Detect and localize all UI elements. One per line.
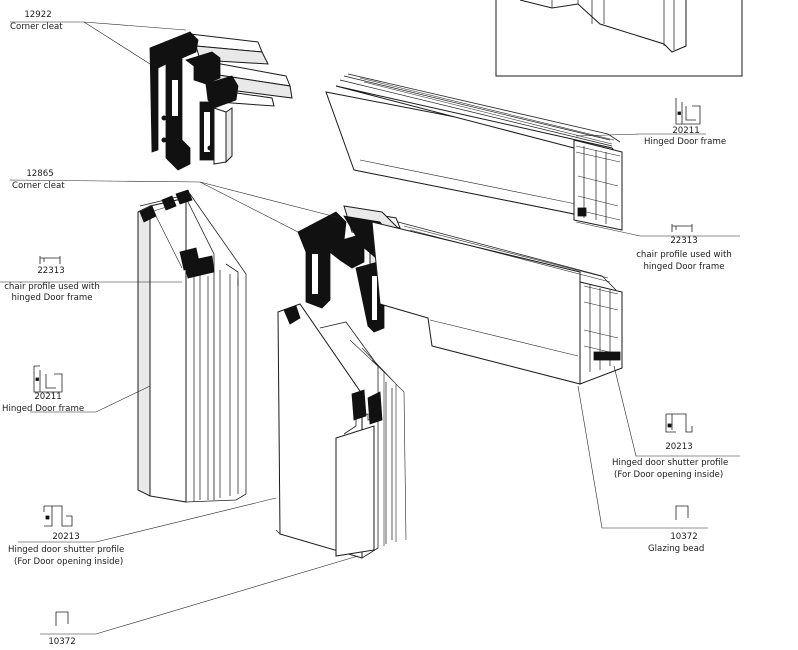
- shutter-left-name-1: Hinged door shutter profile: [8, 545, 125, 555]
- corner-cleat-12865-code: 12865: [26, 169, 54, 179]
- glazing-bead-right-code: 10372: [670, 532, 698, 542]
- shutter-right-name-1: Hinged door shutter profile: [612, 458, 729, 468]
- hinged-door-frame-icon: [33, 365, 63, 393]
- hinged-door-frame-icon: [675, 98, 701, 125]
- detail-inset-view: [495, 0, 743, 77]
- glazing-bead-icon: [55, 611, 69, 626]
- vertical-shutter-profile: [275, 303, 407, 559]
- chair-profile-right-name-2: hinged Door frame: [643, 262, 725, 272]
- glazing-bead-right-name: Glazing bead: [648, 544, 705, 554]
- vertical-door-frame-profile: [137, 189, 247, 503]
- chair-profile-left-name-1: chair profile used with: [4, 282, 100, 292]
- door-frame-left-code: 20211: [34, 392, 62, 402]
- chair-profile-left-name-2: hinged Door frame: [11, 293, 93, 303]
- profile-icons: [33, 98, 701, 626]
- glazing-bead-icon: [675, 505, 689, 520]
- horizontal-door-frame-profile: [325, 73, 623, 231]
- shutter-right-code: 20213: [665, 442, 693, 452]
- shutter-right-name-2: (For Door opening inside): [614, 470, 724, 480]
- hinged-door-shutter-icon: [43, 505, 73, 527]
- chair-profile-icon: [39, 256, 61, 264]
- corner-cleat-12922-name: Corner cleat: [10, 22, 63, 32]
- corner-cleat-12865-name: Corner cleat: [12, 181, 65, 191]
- chair-profile-icon: [671, 224, 693, 232]
- leader-lines: [0, 21, 740, 635]
- chair-profile-left-code: 22313: [37, 266, 65, 276]
- shutter-left-name-2: (For Door opening inside): [14, 557, 124, 567]
- glazing-bead-left-code: 10372: [48, 637, 76, 647]
- door-frame-left-name: Hinged Door frame: [2, 404, 85, 414]
- corner-cleat-12922-code: 12922: [24, 10, 52, 20]
- chair-profile-right-name-1: chair profile used with: [636, 250, 732, 260]
- chair-profile-right-code: 22313: [670, 236, 698, 246]
- shutter-left-code: 20213: [52, 532, 80, 542]
- hinged-door-shutter-icon: [665, 413, 693, 433]
- corner-cleat-12922-assembly: [149, 31, 293, 171]
- door-frame-right-name: Hinged Door frame: [644, 137, 727, 147]
- horizontal-shutter-profile: [371, 221, 623, 385]
- door-frame-right-code: 20211: [672, 126, 700, 136]
